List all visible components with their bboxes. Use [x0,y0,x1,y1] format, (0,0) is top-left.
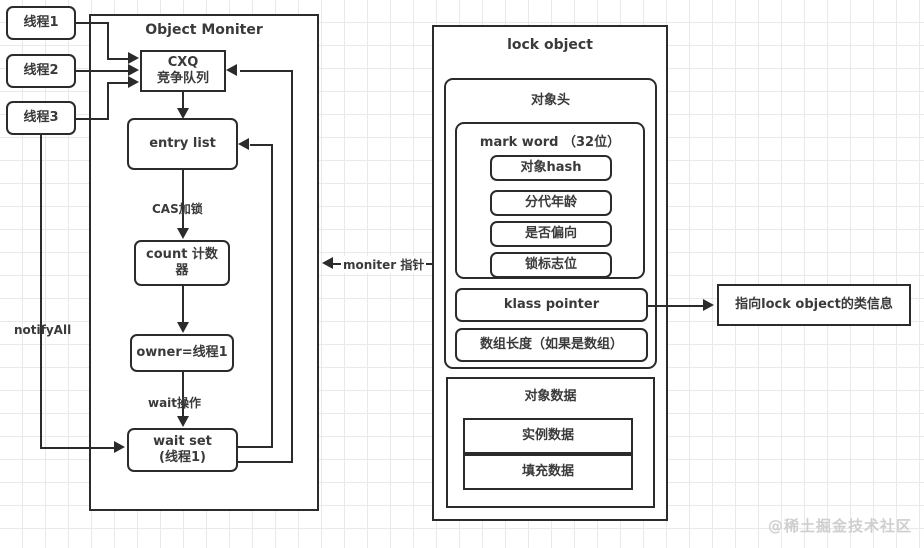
thread-label: 线程3 [23,109,59,125]
entry-list-label: entry list [149,135,216,151]
thread-label: 线程2 [23,62,59,78]
lock-object-title: lock object [507,37,593,53]
wait-set-line-1: wait set [153,433,212,449]
cxq-box[interactable]: CXQ 竞争队列 [140,50,226,92]
connector-thread3-v [107,82,109,120]
owner-label: owner=线程1 [136,344,228,360]
klass-target-label: 指向lock object的类信息 [735,296,893,312]
arrowhead-owner-to-waitset [177,416,189,427]
arrowhead-thread3-to-cxq [128,76,139,88]
object-header-title: 对象头 [530,93,570,108]
arrowhead-klass-to-target [703,299,714,311]
klass-pointer-label: klass pointer [503,296,600,312]
cxq-line-1: CXQ [167,54,199,70]
array-length-label: 数组长度（如果是数组） [479,336,623,352]
connector-notifyall-h [40,447,116,449]
connector-klass-to-target [648,305,705,307]
thread-box-1[interactable]: 线程1 [6,6,76,40]
count-box[interactable]: count 计数 器 [134,240,230,286]
connector-thread3-h2 [107,82,129,84]
thread-label: 线程1 [23,14,59,30]
connector-thread3-h1 [76,118,109,120]
connector-waitset-entrylist-h1 [238,446,273,448]
count-line-2: 器 [175,263,189,278]
arrowhead-to-cxq [226,64,237,76]
field-label: 锁标志位 [524,256,577,272]
connector-count-to-owner [182,286,184,323]
klass-pointer-box[interactable]: klass pointer [455,288,648,322]
cxq-line-2: 竞争队列 [156,71,209,86]
mark-word-field-object-hash[interactable]: 对象hash [490,155,612,181]
wait-set-line-2: (线程1) [159,450,206,465]
mark-word-field-biased[interactable]: 是否偏向 [490,221,612,247]
mark-word-field-generational-age[interactable]: 分代年龄 [490,190,612,216]
connector-thread1-v [107,22,109,58]
connector-thread1-h1 [76,22,109,24]
arrowhead-thread1-to-cxq [128,52,139,64]
connector-notifyall-v [40,135,42,449]
arrowhead-to-entrylist [238,138,249,150]
connector-owner-to-waitset [182,372,184,417]
row-label: 实例数据 [521,427,574,443]
arrowhead-moniter-pointer [322,257,333,269]
notify-all-label: notifyAll [14,323,72,337]
owner-box[interactable]: owner=线程1 [130,334,234,372]
arrowhead-notifyall-to-waitset [114,441,125,453]
object-moniter-title: Object Moniter [145,22,263,38]
cas-lock-label: CAS加锁 [152,202,203,216]
object-data-title: 对象数据 [524,389,577,404]
connector-thread1-h2 [107,58,129,60]
thread-box-2[interactable]: 线程2 [6,54,76,88]
mark-word-title: mark word （32位） [479,135,621,150]
connector-waitset-cxq-v [291,70,293,463]
connector-waitset-entrylist-v [271,144,273,447]
array-length-box[interactable]: 数组长度（如果是数组） [455,328,648,362]
connector-cxq-to-entrylist [182,92,184,109]
mark-word-field-lock-flag[interactable]: 锁标志位 [490,252,612,278]
field-label: 分代年龄 [524,194,577,210]
klass-target-box[interactable]: 指向lock object的类信息 [717,284,911,326]
field-label: 是否偏向 [524,225,577,241]
moniter-pointer-label: moniter 指针 [341,256,427,273]
connector-waitset-cxq-h1 [238,461,293,463]
watermark: @稀土掘金技术社区 [767,517,912,535]
wait-set-box[interactable]: wait set (线程1) [127,428,238,472]
connector-entrylist-to-count [182,170,184,229]
connector-waitset-cxq-h2 [240,70,293,72]
row-label: 填充数据 [521,463,574,479]
wait-operation-label: wait操作 [148,396,202,410]
arrowhead-entrylist-to-count [177,228,189,239]
field-label: 对象hash [520,159,582,175]
arrowhead-cxq-to-entrylist [177,108,189,119]
connector-waitset-entrylist-h2 [250,144,273,146]
arrowhead-thread2-to-cxq [128,64,139,76]
object-data-row-padding[interactable]: 填充数据 [463,454,633,490]
object-data-row-instance[interactable]: 实例数据 [463,418,633,454]
connector-thread2-h [76,70,129,72]
thread-box-3[interactable]: 线程3 [6,101,76,135]
arrowhead-count-to-owner [177,322,189,333]
count-line-1: count 计数 [146,246,218,262]
entry-list-box[interactable]: entry list [127,118,238,170]
